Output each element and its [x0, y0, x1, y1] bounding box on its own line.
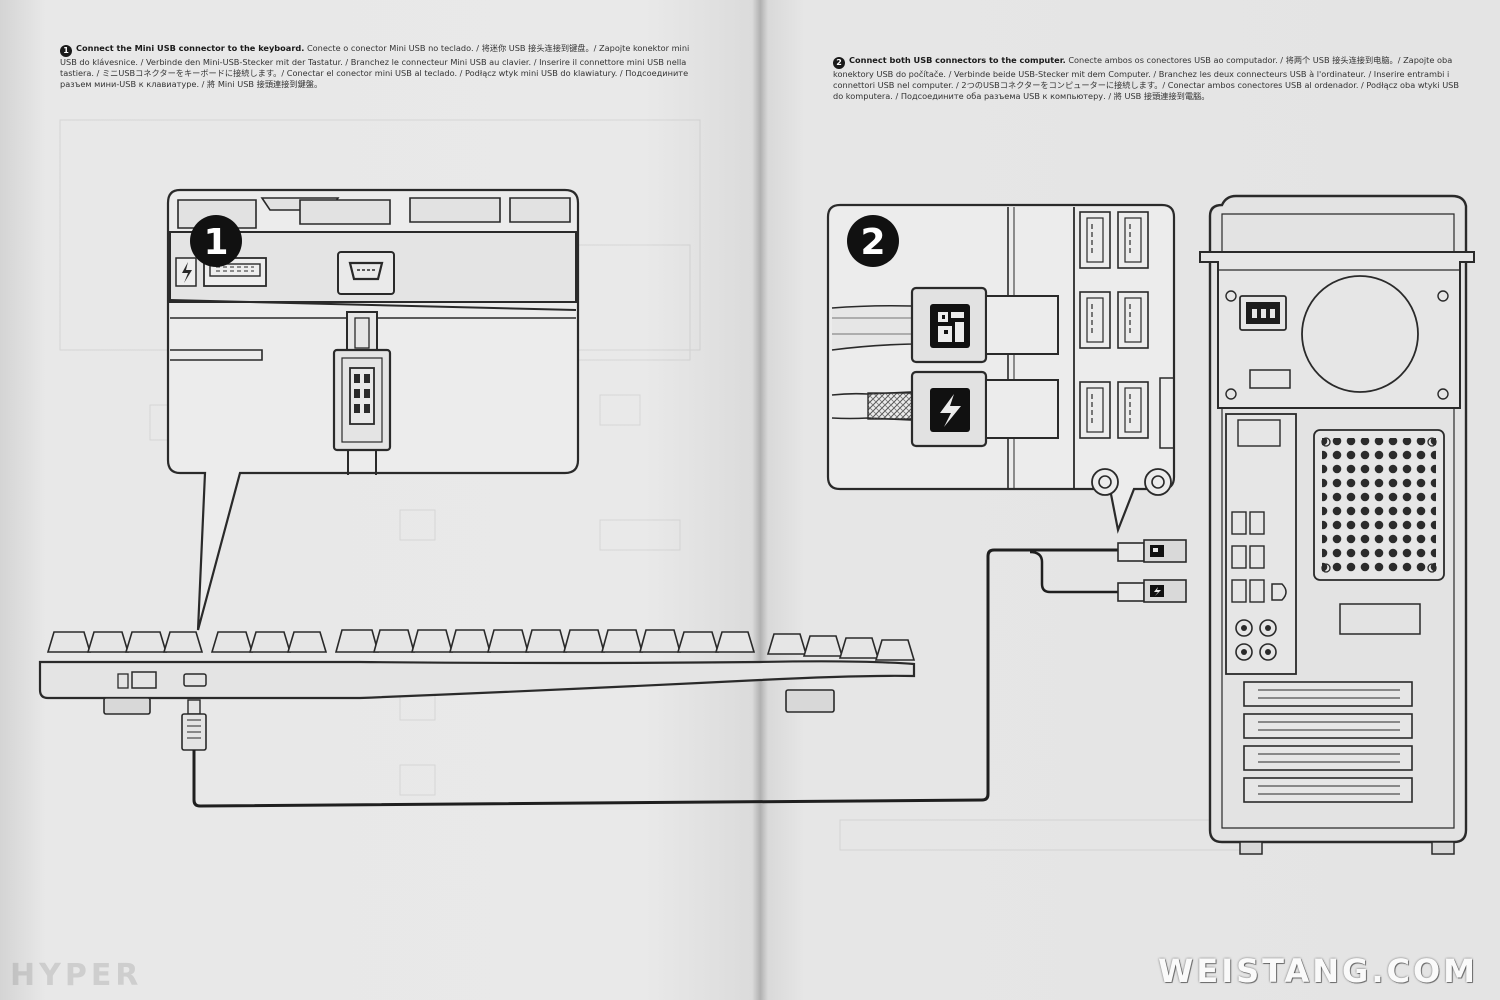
bolt-icon [182, 262, 192, 283]
step1-number-badge: 1 [60, 45, 72, 57]
usb-cable-split [1040, 562, 1118, 594]
brand-mark-ghost: HYPER [10, 958, 143, 993]
keyboard-side-view [38, 629, 916, 751]
step1-badge-label: 1 [203, 222, 228, 263]
mini-usb-port-icon [348, 261, 384, 281]
step2-callout-bubble [826, 203, 1176, 534]
usb-cable [192, 548, 1118, 808]
step2-instructions: 2 Connect both USB connectors to the comp… [833, 55, 1463, 102]
pc-tower-rear [1199, 194, 1475, 855]
step2-number-badge: 2 [833, 57, 845, 69]
step2-lead-text: Connect both USB connectors to the compu… [849, 55, 1066, 65]
step1-lead-text: Connect the Mini USB connector to the ke… [76, 43, 305, 53]
step1-translations: Conecte o conector Mini USB no teclado. … [60, 43, 690, 89]
step1-instructions: 1 Connect the Mini USB connector to the k… [60, 43, 695, 90]
left-page [0, 0, 760, 1000]
step2-badge-circle [847, 215, 899, 267]
step1-callout-bubble [166, 188, 580, 631]
step2-badge-label: 2 [860, 222, 885, 263]
usb-plugs-small [1117, 539, 1187, 603]
site-watermark: WEISTANG.COM [1158, 952, 1478, 990]
step1-badge-circle [190, 215, 242, 267]
book-gutter [752, 0, 768, 1000]
step2-translations: Conecte ambos os conectores USB ao compu… [833, 55, 1459, 101]
mini-usb-plug [332, 311, 392, 475]
